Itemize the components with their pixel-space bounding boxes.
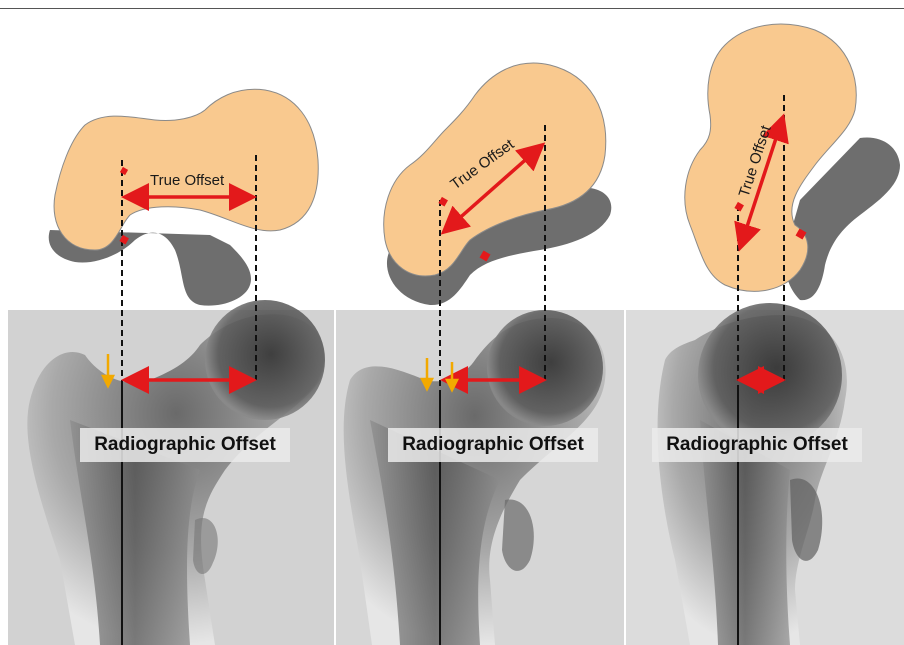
xray-panel-3 — [626, 303, 904, 645]
xray-panel-2 — [336, 310, 624, 645]
radiographic-offset-label-2: Radiographic Offset — [388, 428, 598, 462]
radiographic-offset-label-3: Radiographic Offset — [652, 428, 862, 462]
bone-model-3 — [685, 24, 900, 300]
radiographic-offset-label-1: Radiographic Offset — [80, 428, 290, 462]
xray-panel-1 — [8, 300, 334, 645]
true-offset-label-1: True Offset — [150, 172, 225, 189]
